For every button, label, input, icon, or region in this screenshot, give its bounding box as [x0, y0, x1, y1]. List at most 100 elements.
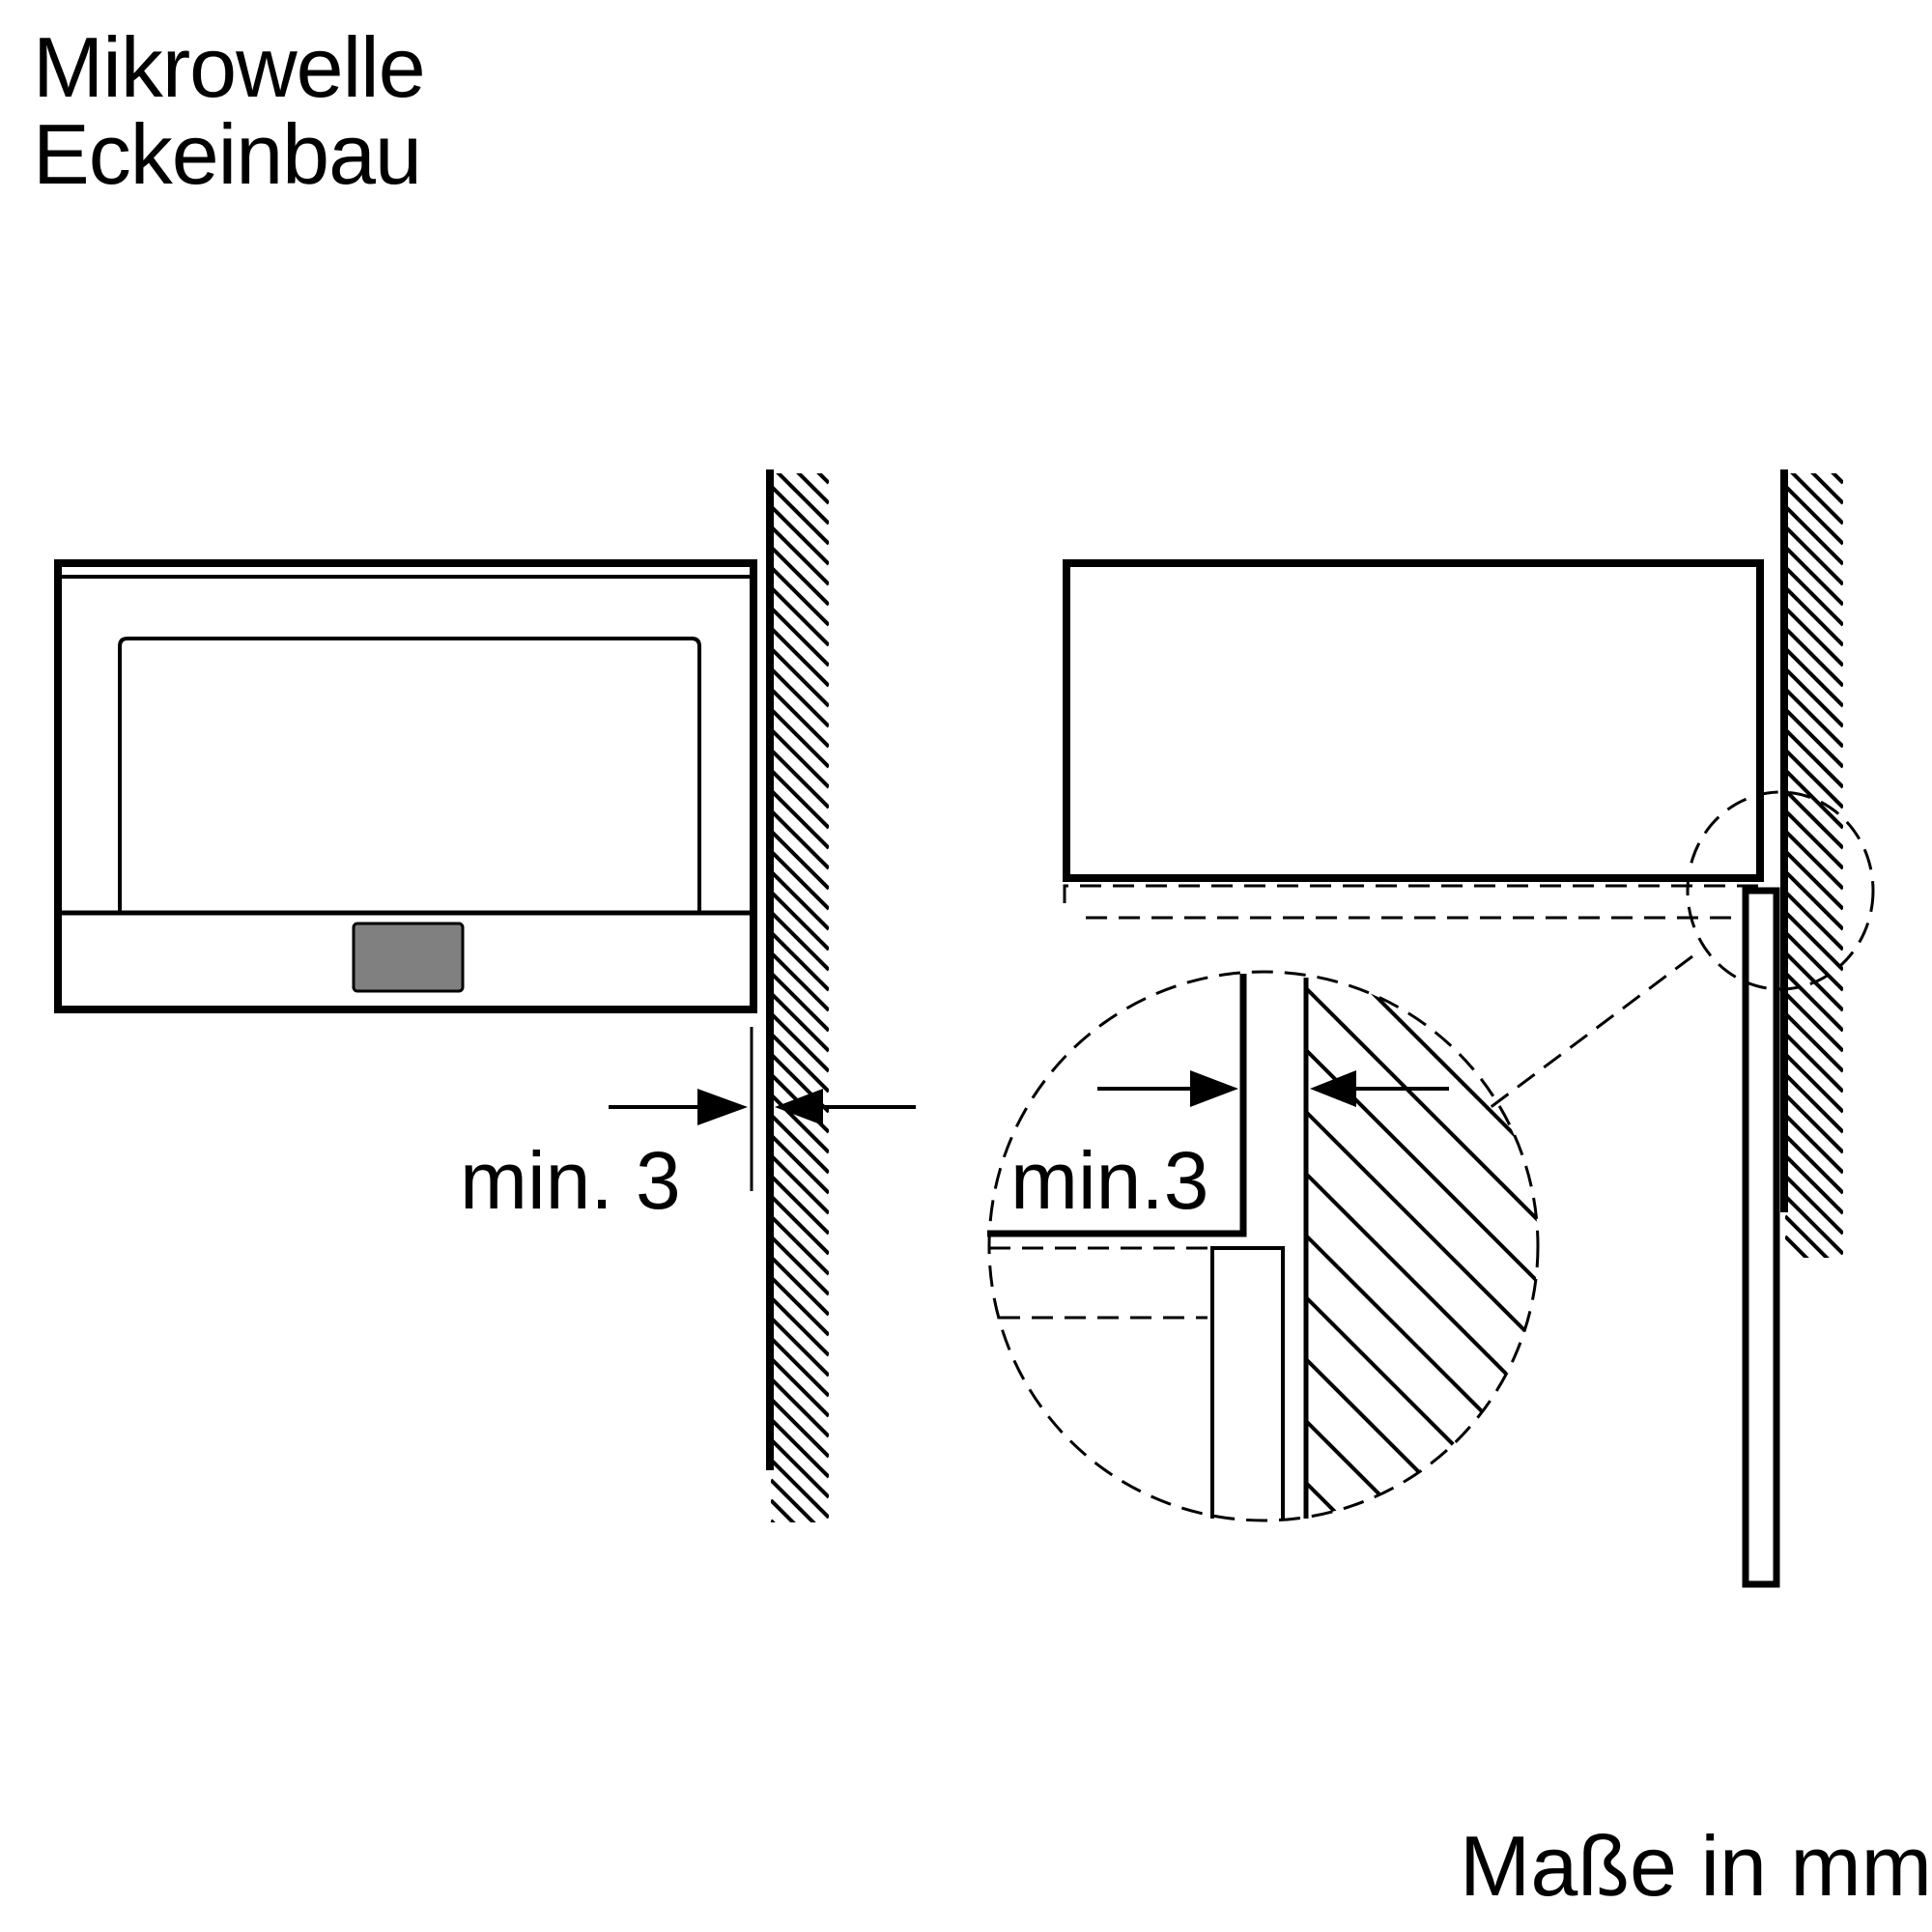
- hatch-line: [1785, 1011, 1843, 1073]
- detail-marker: [1489, 790, 1875, 1110]
- left-wall: [766, 469, 829, 1522]
- hatch-line: [1785, 1113, 1843, 1175]
- hatch-line: [1785, 748, 1843, 810]
- hatch-line: [771, 707, 829, 769]
- detail-gap-label: min.3: [1010, 1135, 1209, 1226]
- hatch-line: [771, 1356, 829, 1418]
- hatch-line: [1785, 1072, 1843, 1134]
- hatch-line: [771, 829, 829, 891]
- hatch-line: [1785, 1214, 1830, 1258]
- hidden-edge-top: [1063, 884, 1760, 903]
- hatch-line: [1785, 484, 1843, 546]
- microwave-front-view: [54, 559, 757, 1013]
- hatch-line: [771, 890, 829, 952]
- arrow-left-icon: [775, 1089, 823, 1125]
- hatch-line: [1305, 972, 1538, 1161]
- hatch-line: [1785, 1153, 1843, 1215]
- hatch-line: [771, 1093, 829, 1154]
- hatch-line: [1305, 1420, 1538, 1520]
- hatch-line: [771, 1377, 829, 1438]
- hatch-line: [771, 1437, 829, 1499]
- hatch-line: [771, 1113, 829, 1175]
- hatch-line: [771, 687, 829, 749]
- hatch-line: [776, 473, 829, 526]
- detail-view: [987, 970, 1540, 1777]
- hatch-line: [1785, 585, 1843, 647]
- hatch-line: [771, 849, 829, 911]
- arrow-right-icon: [697, 1089, 748, 1125]
- hatch-line: [771, 585, 829, 647]
- hatch-line: [771, 1011, 829, 1073]
- detail-circle: [987, 970, 1540, 1522]
- hatch-line: [771, 1214, 829, 1276]
- hatch-line: [1785, 545, 1843, 607]
- hatch-line: [1790, 473, 1843, 526]
- hatch-line: [771, 1417, 829, 1479]
- hatch-line: [796, 473, 829, 505]
- hatch-line: [771, 809, 829, 870]
- hatch-line: [1785, 869, 1843, 931]
- hatch-line: [771, 484, 829, 546]
- hatch-line: [771, 1174, 829, 1236]
- hatch-line: [1305, 1358, 1538, 1520]
- hatch-line: [771, 1133, 829, 1195]
- hatch-line: [1785, 971, 1843, 1033]
- hatch-line: [771, 626, 829, 688]
- hatch-line: [1785, 606, 1843, 668]
- appliance-corner: [987, 974, 1247, 1237]
- hatch-line: [1785, 707, 1843, 769]
- detail-marker-circle: [1686, 790, 1875, 991]
- hatch-line: [1785, 646, 1843, 708]
- hatch-line: [1785, 1194, 1843, 1256]
- hatch-line: [771, 1498, 796, 1522]
- hatch-line: [771, 991, 829, 1053]
- hatch-line: [1785, 727, 1843, 789]
- hatch-line: [1785, 525, 1843, 586]
- hatch-line: [771, 504, 829, 566]
- hatch-line: [771, 606, 829, 668]
- door-window: [118, 637, 701, 913]
- hatch-line: [771, 1336, 829, 1398]
- hatch-line: [771, 1194, 829, 1256]
- hatch-line: [1305, 1173, 1538, 1408]
- hatch-line: [771, 1275, 829, 1337]
- hatch-line: [1305, 1235, 1538, 1470]
- hatch-line: [1785, 829, 1843, 891]
- hatch-line: [1810, 473, 1843, 505]
- hatch-line: [1785, 809, 1843, 870]
- hatch-line: [771, 951, 829, 1012]
- display-panel: [352, 922, 465, 993]
- hatch-line: [1785, 930, 1843, 992]
- hatch-line: [1785, 991, 1843, 1053]
- cabinet-side-panel: [1742, 887, 1780, 1588]
- hatch-line: [771, 1316, 829, 1378]
- hatch-line: [1307, 1546, 1539, 1777]
- hatch-line: [771, 910, 829, 972]
- hatch-line: [771, 1153, 829, 1215]
- arrow-left-icon: [1310, 1070, 1356, 1107]
- hatch-line: [1785, 890, 1843, 952]
- right-wall: [1780, 469, 1843, 1258]
- hatch-line: [771, 788, 829, 850]
- hatch-line: [771, 1235, 829, 1296]
- hatch-line: [771, 545, 829, 607]
- hatch-line: [771, 971, 829, 1033]
- hatch-line: [1785, 1093, 1843, 1154]
- hatch-line: [771, 1255, 829, 1317]
- left-gap-dimension: [609, 1027, 916, 1191]
- hatch-line: [1305, 1482, 1538, 1520]
- hatch-line: [1305, 1111, 1538, 1347]
- hatch-line: [1785, 565, 1843, 627]
- hatch-line: [1785, 1133, 1843, 1195]
- left-gap-label: min. 3: [460, 1135, 681, 1226]
- hatch-line: [1785, 849, 1843, 911]
- hatch-line: [1785, 667, 1843, 728]
- hatch-line: [771, 525, 829, 586]
- hatch-line: [771, 667, 829, 728]
- title-line-2: Eckeinbau: [33, 106, 422, 202]
- hatch-line: [771, 1397, 829, 1459]
- hatch-line: [771, 1032, 829, 1094]
- hatch-line: [771, 869, 829, 931]
- arrow-right-icon: [1190, 1070, 1238, 1107]
- hatch-line: [771, 1519, 776, 1522]
